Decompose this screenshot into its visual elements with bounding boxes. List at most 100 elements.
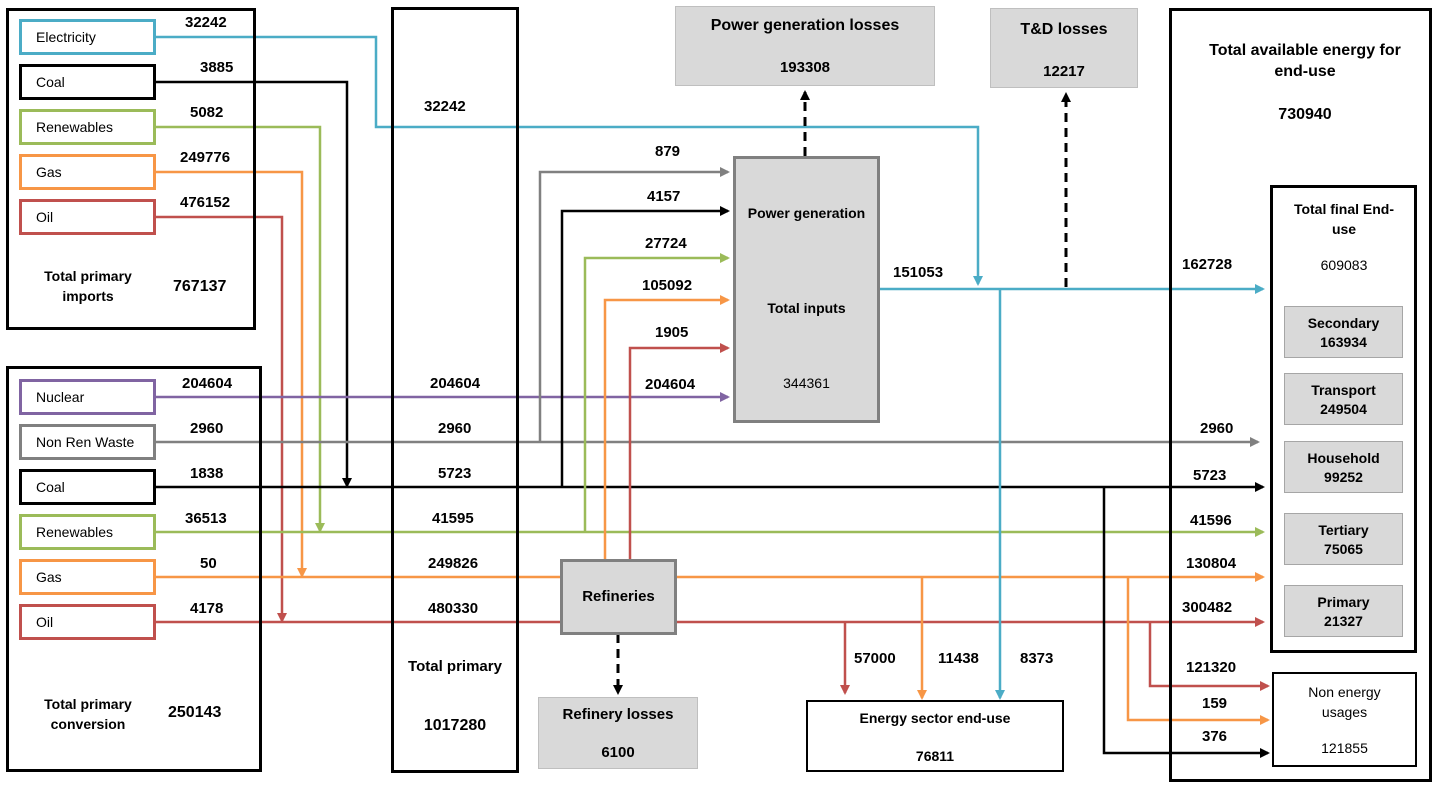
sector-secondary-name: Secondary [1307, 315, 1380, 331]
flow-waste-to-power [538, 167, 730, 442]
final-end-use-value: 609083 [1320, 257, 1368, 273]
non-energy-label: Non energy usages [1308, 684, 1381, 720]
td-losses-value: 12217 [1043, 63, 1085, 80]
conversion-nuclear: Nuclear [19, 379, 156, 415]
conversion-oil: Oil [19, 604, 156, 640]
end-use-gas-value: 130804 [1186, 555, 1237, 572]
total-primary-coal-value: 5723 [438, 465, 472, 482]
total-primary-nuclear-value: 204604 [430, 375, 481, 392]
flow-coal-to-power [560, 206, 730, 487]
refinery-losses-label: Refinery losses [562, 706, 674, 723]
energy-sector-electricity-value: 8373 [1020, 650, 1054, 667]
conversion-nuclear-value: 204604 [182, 375, 233, 392]
power-output-value: 151053 [893, 264, 944, 281]
total-imports-value: 767137 [173, 278, 227, 295]
total-primary-label: Total primary [398, 652, 512, 702]
flow-import-electricity [155, 35, 983, 286]
sector-primary: Primary 21327 [1284, 585, 1403, 637]
final-end-use-frame [1270, 185, 1417, 653]
sector-household: Household 99252 [1284, 441, 1403, 493]
sector-transport-value: 249504 [1320, 401, 1367, 417]
sector-tertiary-name: Tertiary [1318, 522, 1369, 538]
import-renewables: Renewables [19, 109, 156, 145]
non-energy-coal-value: 376 [1202, 728, 1228, 745]
energy-sector-oil-value: 57000 [854, 650, 896, 667]
total-imports-label: Total primary imports [22, 262, 154, 314]
end-use-electricity-value: 162728 [1182, 256, 1233, 273]
total-primary-value: 1017280 [404, 710, 506, 742]
conversion-coal-value: 1838 [190, 465, 224, 482]
total-primary-electricity-value: 32242 [424, 98, 466, 115]
power-losses-value: 193308 [779, 59, 831, 76]
energy-sector-label: Energy sector end-use [859, 710, 1011, 726]
total-conversion-label: Total primary conversion [22, 688, 154, 742]
conversion-renewables-value: 36513 [185, 510, 227, 527]
conversion-renewables: Renewables [19, 514, 156, 550]
end-use-coal-value: 5723 [1193, 467, 1227, 484]
power-input-gas-value: 105092 [642, 277, 693, 294]
power-losses-box: Power generation losses 193308 [675, 6, 935, 86]
import-electricity-value: 32242 [185, 14, 227, 31]
final-end-use-label: Total final End-use [1293, 201, 1395, 237]
conversion-gas: Gas [19, 559, 156, 595]
total-primary-gas-value: 249826 [428, 555, 479, 572]
total-available-label: Total available energy for end-use [1209, 42, 1401, 80]
sector-household-name: Household [1307, 450, 1380, 466]
import-oil-value: 476152 [180, 194, 231, 211]
import-oil: Oil [19, 199, 156, 235]
conversion-frame [6, 366, 262, 772]
total-conversion-value: 250143 [168, 704, 222, 721]
flow-oil-to-power [628, 343, 730, 560]
power-input-oil-value: 1905 [655, 324, 689, 341]
import-coal: Coal [19, 64, 156, 100]
power-input-nuclear-value: 204604 [645, 376, 696, 393]
total-available-value: 730940 [1278, 106, 1332, 123]
energy-sector-box: Energy sector end-use 76811 [806, 700, 1064, 772]
conversion-gas-value: 50 [200, 555, 217, 572]
import-renewables-value: 5082 [190, 104, 224, 121]
end-use-oil-value: 300482 [1182, 599, 1233, 616]
total-primary-renewables-value: 41595 [432, 510, 474, 527]
refineries-box: Refineries [560, 559, 677, 635]
final-end-use-header: Total final End-use 609083 [1285, 193, 1403, 283]
sector-tertiary-value: 75065 [1324, 541, 1363, 557]
conversion-oil-value: 4178 [190, 600, 224, 617]
flow-oil-to-non-energy [1148, 622, 1270, 691]
td-losses-label: T&D losses [1020, 21, 1108, 38]
non-energy-oil-value: 121320 [1186, 659, 1237, 676]
flow-renewables-to-power [583, 253, 730, 532]
non-energy-box: Non energy usages 121855 [1272, 672, 1417, 767]
energy-sector-value: 76811 [915, 748, 955, 764]
power-inputs-label: Total inputs [767, 300, 846, 316]
end-use-frame [1169, 8, 1432, 782]
refinery-losses-box: Refinery losses 6100 [538, 697, 698, 769]
import-coal-value: 3885 [200, 59, 234, 76]
flow-gas-to-non-energy [1126, 577, 1270, 725]
sector-primary-name: Primary [1317, 594, 1370, 610]
conversion-waste: Non Ren Waste [19, 424, 156, 460]
refinery-losses-value: 6100 [601, 744, 635, 761]
flow-gas-to-power [603, 295, 730, 560]
import-gas: Gas [19, 154, 156, 190]
flow-coal-to-non-energy [1102, 487, 1270, 758]
sector-secondary-value: 163934 [1320, 334, 1367, 350]
total-primary-frame [391, 7, 519, 773]
non-energy-gas-value: 159 [1202, 695, 1228, 712]
power-input-waste-value: 879 [655, 143, 681, 160]
sector-primary-value: 21327 [1324, 613, 1363, 629]
import-gas-value: 249776 [180, 149, 231, 166]
total-primary-oil-value: 480330 [428, 600, 479, 617]
sector-transport-name: Transport [1311, 382, 1376, 398]
power-generation-title: Power generation [747, 205, 866, 221]
non-energy-value: 121855 [1321, 740, 1368, 756]
power-generation-box: Power generation Total inputs 344361 [733, 156, 880, 423]
total-primary-waste-value: 2960 [438, 420, 472, 437]
end-use-renewables-value: 41596 [1190, 512, 1232, 529]
flow-import-coal [155, 80, 352, 488]
import-electricity: Electricity [19, 19, 156, 55]
power-inputs-value: 344361 [783, 375, 830, 391]
total-available-box: Total available energy for end-use 73094… [1194, 30, 1416, 133]
power-losses-label: Power generation losses [710, 17, 900, 34]
conversion-waste-value: 2960 [190, 420, 224, 437]
